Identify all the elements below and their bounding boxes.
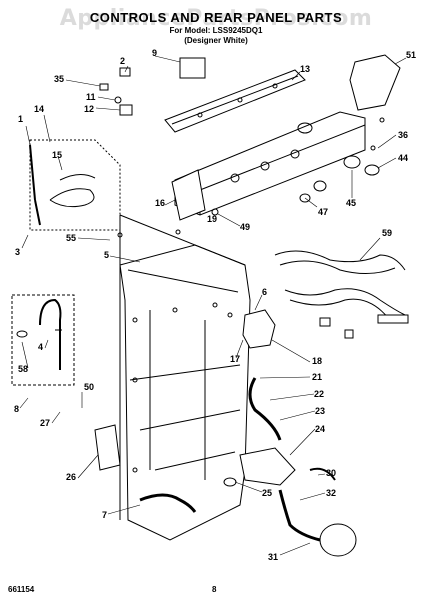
callout-25: 25 bbox=[262, 488, 272, 498]
callout-7: 7 bbox=[102, 510, 107, 520]
watermark: AppliancePartsPros.com bbox=[59, 6, 373, 31]
wire-harness bbox=[274, 250, 409, 339]
callout-19: 19 bbox=[207, 214, 217, 224]
callout-58: 58 bbox=[18, 364, 28, 374]
callout-8: 8 bbox=[14, 404, 19, 414]
callout-55: 55 bbox=[66, 233, 76, 243]
callout-49: 49 bbox=[240, 222, 250, 232]
callout-16: 16 bbox=[155, 198, 165, 208]
callout-31: 31 bbox=[268, 552, 278, 562]
color-line: (Designer White) bbox=[184, 36, 248, 45]
diagram-title: CONTROLS AND REAR PANEL PARTS bbox=[89, 10, 343, 25]
end-cap bbox=[171, 169, 206, 221]
callout-6: 6 bbox=[262, 287, 267, 297]
console-panel bbox=[164, 69, 306, 133]
callout-18: 18 bbox=[312, 356, 322, 366]
callout-5: 5 bbox=[104, 250, 109, 260]
callout-44: 44 bbox=[398, 153, 408, 163]
callout-36: 36 bbox=[398, 130, 408, 140]
callout-9: 9 bbox=[152, 48, 157, 58]
callout-2: 2 bbox=[120, 56, 125, 66]
model-line: For Model: LSS9245DQ1 bbox=[169, 26, 263, 35]
part-number: 661154 bbox=[8, 585, 35, 594]
callout-22: 22 bbox=[314, 389, 324, 399]
callout-23: 23 bbox=[315, 406, 325, 416]
callout-24: 24 bbox=[315, 424, 325, 434]
rear-cabinet-panel bbox=[119, 244, 251, 541]
callout-47: 47 bbox=[318, 207, 328, 217]
page-number: 8 bbox=[212, 585, 217, 594]
callout-12: 12 bbox=[84, 104, 94, 114]
callout-51: 51 bbox=[406, 50, 416, 60]
callout-21: 21 bbox=[312, 372, 322, 382]
callout-13: 13 bbox=[300, 64, 310, 74]
callout-27: 27 bbox=[40, 418, 50, 428]
hose-inset-box bbox=[11, 294, 75, 386]
callout-1: 1 bbox=[18, 114, 23, 124]
callout-59: 59 bbox=[382, 228, 392, 238]
callout-14: 14 bbox=[34, 104, 44, 114]
callout-15: 15 bbox=[52, 150, 62, 160]
callout-45: 45 bbox=[346, 198, 356, 208]
callout-17: 17 bbox=[230, 354, 240, 364]
callout-labels: 1 2 3 4 5 6 7 8 9 11 12 13 14 15 16 17 1… bbox=[14, 48, 416, 562]
callout-11: 11 bbox=[86, 92, 96, 102]
callout-4: 4 bbox=[38, 342, 43, 352]
callout-35: 35 bbox=[54, 74, 64, 84]
callout-32: 32 bbox=[326, 488, 336, 498]
callout-30: 30 bbox=[326, 468, 336, 478]
callout-26: 26 bbox=[66, 472, 76, 482]
callout-3: 3 bbox=[15, 247, 20, 257]
callout-50: 50 bbox=[84, 382, 94, 392]
